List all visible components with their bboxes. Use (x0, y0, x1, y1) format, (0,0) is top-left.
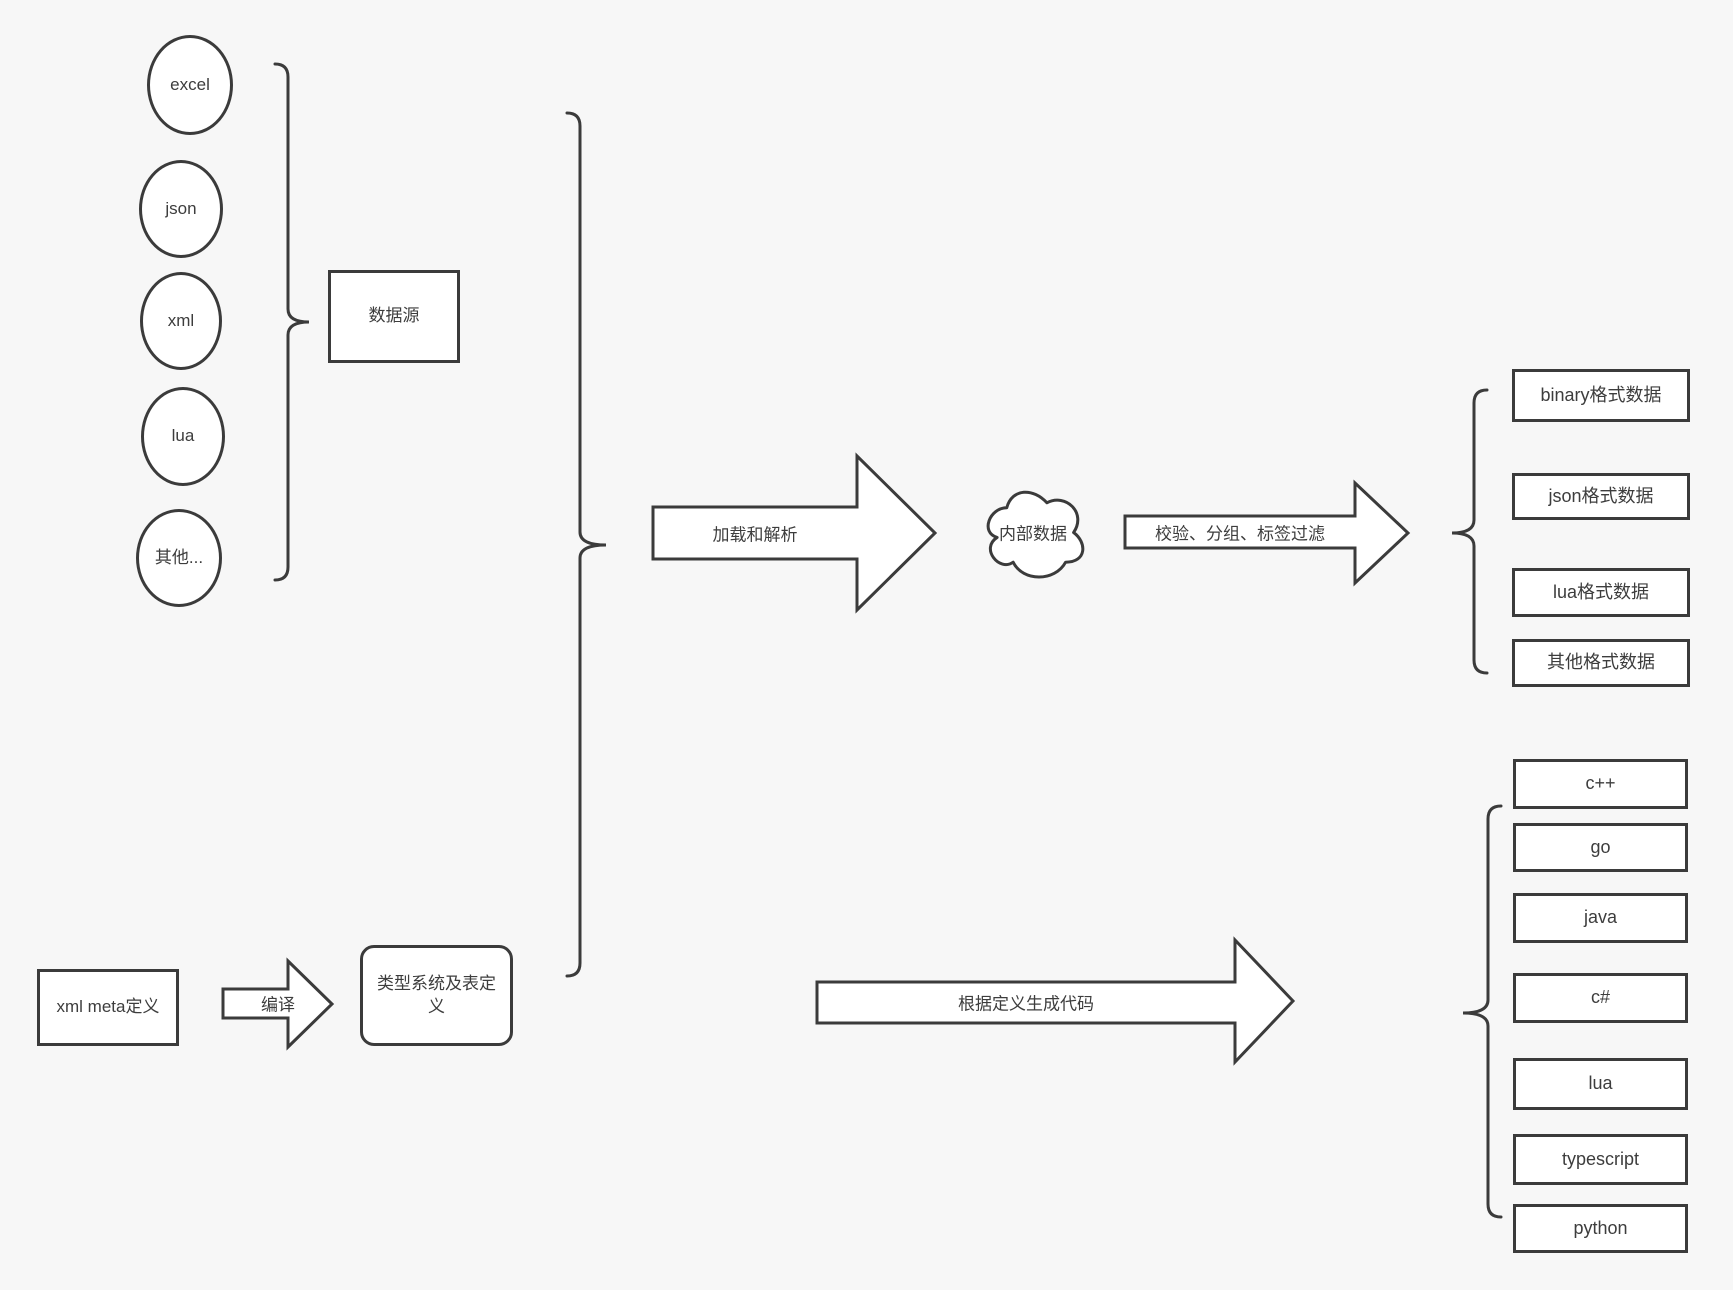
format-box-json: json格式数据 (1512, 473, 1690, 520)
brace-languages (1462, 804, 1503, 1219)
format-box-lua-label: lua格式数据 (1552, 581, 1650, 602)
arrow-filter (1123, 479, 1411, 587)
source-node-json-label: json (165, 198, 197, 218)
language-box-python: python (1513, 1204, 1688, 1253)
arrow-filter-label: 校验、分组、标签过滤 (1155, 524, 1325, 544)
language-box-python-label: python (1573, 1217, 1628, 1238)
language-box-java: java (1513, 893, 1688, 943)
source-node-other: 其他... (136, 509, 222, 607)
type-system-box-label: 类型系统及表定义 (377, 974, 496, 1016)
source-node-excel: excel (147, 35, 233, 135)
language-box-lua-label: lua (1588, 1073, 1613, 1094)
language-box-csharp-label: c# (1590, 987, 1610, 1008)
xml-meta-box-label: xml meta定义 (56, 997, 160, 1017)
language-box-cpp: c++ (1513, 759, 1688, 809)
language-box-java-label: java (1583, 907, 1618, 928)
xml-meta-box: xml meta定义 (37, 969, 179, 1046)
source-node-lua-label: lua (171, 426, 195, 446)
arrow-generate (815, 936, 1296, 1066)
language-box-go-label: go (1590, 836, 1611, 857)
language-box-cpp-label: c++ (1585, 773, 1616, 794)
format-box-other: 其他格式数据 (1512, 639, 1690, 687)
format-box-binary-label: binary格式数据 (1540, 384, 1662, 405)
language-box-csharp: c# (1513, 973, 1688, 1023)
format-box-json-label: json格式数据 (1548, 485, 1654, 506)
cloud-internal-data (986, 490, 1085, 579)
source-node-json: json (139, 160, 223, 258)
internal-data-label: 内部数据 (999, 524, 1067, 544)
arrow-compile (221, 957, 335, 1051)
source-node-lua: lua (141, 387, 225, 486)
format-box-binary: binary格式数据 (1512, 369, 1690, 422)
source-node-xml: xml (140, 272, 222, 370)
language-box-go: go (1513, 823, 1688, 872)
datasource-box: 数据源 (328, 270, 460, 363)
language-box-lua: lua (1513, 1058, 1688, 1110)
arrow-load-parse-label: 加载和解析 (712, 525, 798, 545)
language-box-typescript: typescript (1513, 1134, 1688, 1185)
format-box-other-label: 其他格式数据 (1547, 652, 1655, 673)
format-box-lua: lua格式数据 (1512, 568, 1690, 617)
type-system-box: 类型系统及表定义 (360, 945, 513, 1046)
source-node-other-label: 其他... (154, 547, 204, 567)
source-node-xml-label: xml (167, 310, 195, 330)
arrow-generate-label: 根据定义生成代码 (958, 994, 1094, 1014)
brace-pipeline-input (565, 111, 607, 978)
source-node-excel-label: excel (170, 74, 210, 94)
language-box-typescript-label: typescript (1561, 1148, 1640, 1169)
brace-sources (273, 62, 310, 582)
datasource-box-label: 数据源 (368, 306, 420, 326)
brace-formats (1451, 388, 1489, 675)
arrow-compile-label: 编译 (261, 995, 295, 1015)
arrow-load-parse (651, 452, 938, 614)
